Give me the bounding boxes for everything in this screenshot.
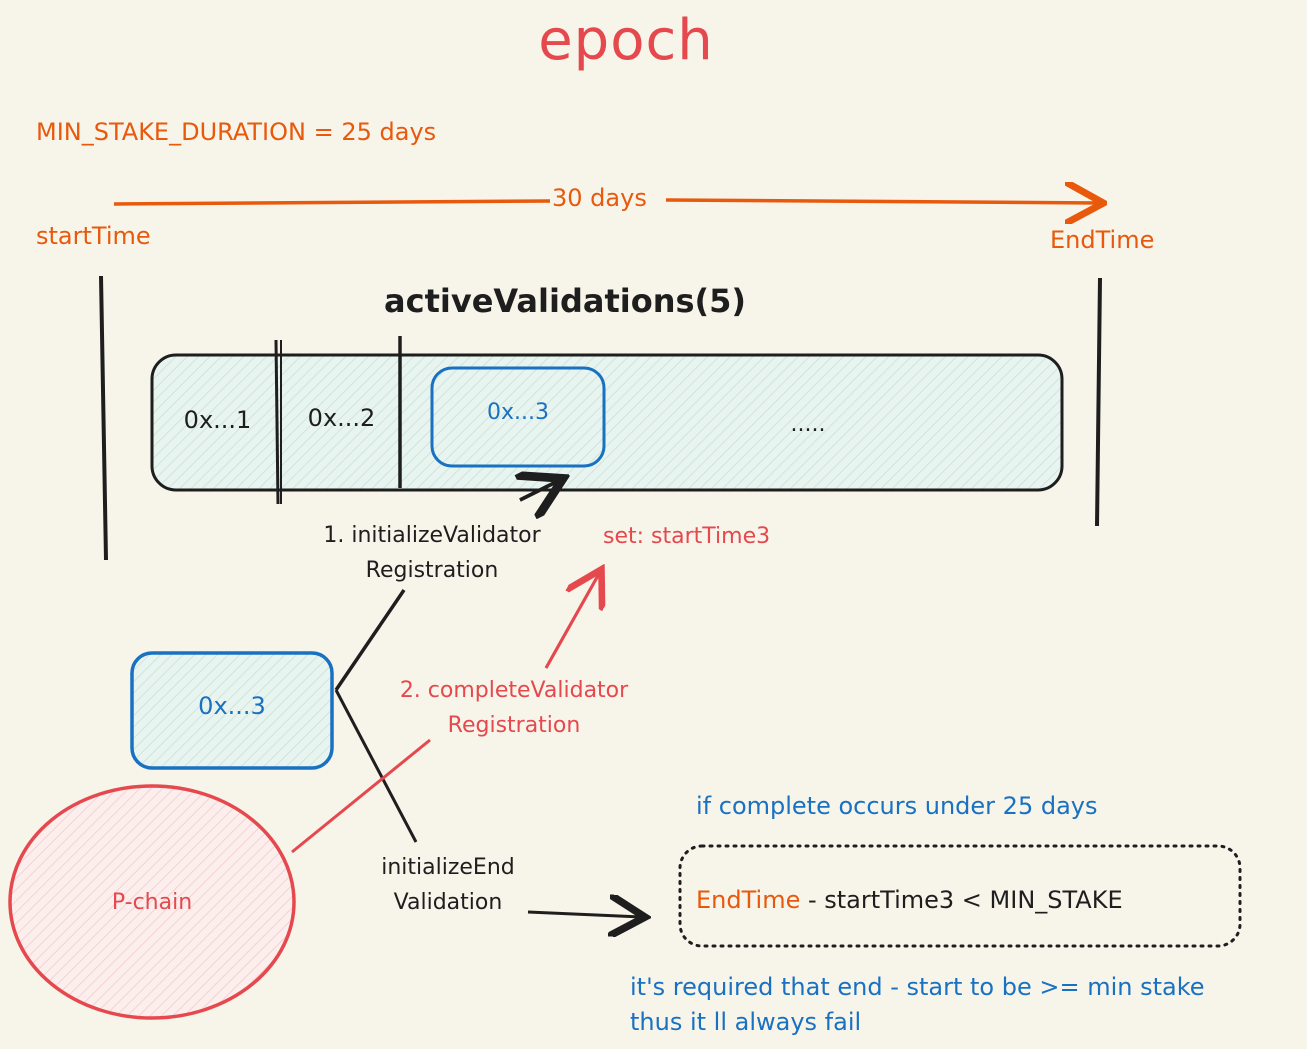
timeline-start-label: startTime [36, 222, 151, 250]
validator-cell-2[interactable]: 0x...2 [307, 404, 376, 432]
end-validation-line1: initializeEnd [381, 855, 515, 880]
pending-validator-label: 0x...3 [198, 692, 266, 720]
arrow-complete-registration-head [544, 572, 600, 669]
step2-line1: 2. completeValidator [399, 678, 629, 703]
active-validations-box [150, 353, 1064, 492]
conclusion-line1: it's required that end - start to be >= … [630, 973, 1205, 1001]
timeline-arrow-right [665, 200, 1100, 203]
conclusion-line2: thus it ll always fail [630, 1008, 862, 1036]
active-validations-label: activeValidations(5) [384, 282, 747, 320]
timeline-duration-label: 30 days [552, 184, 647, 212]
step1-line1: 1. initializeValidator [323, 523, 541, 548]
arrow-initialize-registration-head [520, 480, 560, 500]
conclusion-text: it's required that end - start to be >= … [630, 970, 1205, 1040]
condition-box [678, 844, 1242, 948]
condition-rest: - startTime3 < MIN_STAKE [800, 886, 1123, 914]
set-start-time-label: set: startTime3 [603, 524, 771, 549]
step2-line2: Registration [447, 713, 581, 738]
condition-expression: EndTime - startTime3 < MIN_STAKE [696, 886, 1123, 914]
condition-end-time: EndTime [696, 886, 801, 914]
cell-divider-1 [274, 339, 280, 505]
pending-validator-box[interactable] [130, 651, 334, 770]
p-chain-circle[interactable] [8, 784, 296, 1020]
epoch-start-bar [99, 275, 108, 561]
validator-cell-1[interactable]: 0x...1 [183, 406, 252, 434]
validator-cell-more: ..... [790, 412, 826, 437]
timeline-arrow-left [113, 199, 551, 206]
p-chain-label: P-chain [111, 890, 193, 915]
step2-label: 2. completeValidator Registration [370, 673, 658, 743]
arrow-to-condition [527, 912, 642, 917]
min-stake-duration-label: MIN_STAKE_DURATION = 25 days [36, 118, 437, 146]
end-validation-line2: Validation [393, 890, 503, 915]
end-validation-label: initializeEnd Validation [356, 850, 540, 920]
validator-3-cell[interactable] [430, 366, 606, 468]
page-title: epoch [538, 8, 714, 73]
epoch-end-bar [1095, 277, 1102, 527]
arrow-initialize-end [334, 689, 418, 843]
validator-cell-3-label: 0x...3 [487, 400, 549, 425]
timeline-end-label: EndTime [1050, 226, 1155, 254]
step1-label: 1. initializeValidator Registration [296, 518, 568, 588]
step1-line2: Registration [365, 558, 499, 583]
condition-note: if complete occurs under 25 days [696, 792, 1098, 820]
